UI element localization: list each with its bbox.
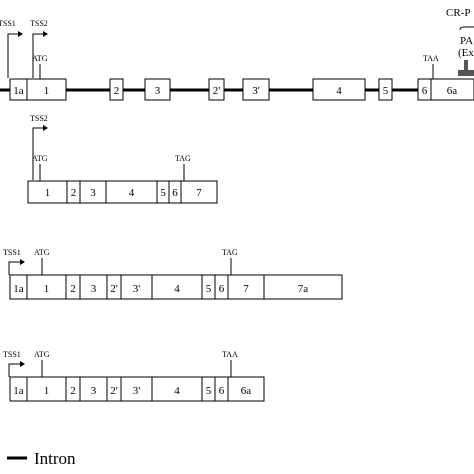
exon-label: 5 — [383, 85, 389, 97]
exon-label: 1 — [44, 85, 50, 97]
cr-label: CR-P — [446, 7, 470, 19]
exon-label: 2' — [110, 385, 118, 397]
legend-intron-label: Intron — [34, 449, 76, 468]
exon-label: 3' — [133, 283, 141, 295]
tss-arrow — [32, 127, 43, 180]
exon-label: 1a — [13, 283, 24, 295]
exon-label: 2 — [70, 385, 76, 397]
exon-label: 6 — [172, 187, 178, 199]
exon-label: 7 — [243, 283, 249, 295]
exon-label: 1 — [44, 385, 50, 397]
exon-3 — [79, 376, 108, 402]
exon-7a — [263, 274, 343, 300]
exon-label: 4 — [129, 187, 135, 199]
exon-1 — [26, 78, 67, 101]
exon-label: 2 — [71, 187, 77, 199]
exon-label: 3' — [252, 85, 260, 97]
exon-1 — [26, 274, 67, 300]
exon-label: 1 — [44, 283, 50, 295]
exon-3-prime — [120, 376, 153, 402]
exon-label: 3 — [90, 187, 96, 199]
tss2-arrow — [32, 33, 43, 78]
exon-2 — [109, 78, 124, 101]
tss-arrowhead — [43, 125, 48, 131]
exon-label: 3 — [155, 85, 161, 97]
exon-1 — [26, 376, 67, 402]
exon-label: 6a — [241, 385, 252, 397]
exon-label: 6 — [422, 85, 428, 97]
exon-label: 5 — [206, 283, 212, 295]
exon-3-prime — [120, 274, 153, 300]
tss2-arrowhead — [43, 31, 48, 37]
exon-label: 5 — [206, 385, 212, 397]
pa-label: PA — [460, 35, 473, 47]
exon-label: 4 — [174, 385, 180, 397]
tss1-label: TSS1 — [0, 19, 16, 28]
tss-label: TSS1 — [3, 350, 21, 359]
exon-label: 2' — [110, 283, 118, 295]
tss-label: TSS1 — [3, 248, 21, 257]
exon-label: 3' — [133, 385, 141, 397]
exon-6a — [430, 78, 474, 101]
tss-arrowhead — [20, 259, 25, 265]
legend: Intron — [7, 449, 76, 468]
exon-label: 1a — [13, 85, 24, 97]
exon-label: 2 — [70, 283, 76, 295]
tss-arrow — [8, 261, 20, 275]
exon-7 — [227, 274, 265, 300]
atg-label: ATG — [34, 350, 50, 359]
exon-4 — [312, 78, 366, 101]
exon-label: 2 — [114, 85, 120, 97]
exon-6a — [227, 376, 265, 402]
exon-4 — [151, 274, 203, 300]
exon-3-prime — [242, 78, 270, 101]
tss-arrowhead — [20, 361, 25, 367]
exon-label: 2' — [213, 85, 221, 97]
exon-label: 5 — [160, 187, 166, 199]
exon-label: 1a — [13, 385, 24, 397]
atg-label: ATG — [34, 248, 50, 257]
exon-2-prime — [208, 78, 225, 101]
tss2-label: TSS2 — [30, 19, 48, 28]
transcript-2: TSS1 ATG TAG 1a 1 2 3 2' 3' 4 5 6 7 7a — [3, 248, 343, 300]
exon-label: 7a — [298, 283, 309, 295]
exc-label: (Exc — [458, 47, 474, 59]
transcript-1: TSS2 ATG TAG 1 2 3 4 5 6 7 — [27, 114, 218, 204]
exon-label: 4 — [174, 283, 180, 295]
tss1-arrow — [7, 33, 18, 78]
exon-label: 6 — [219, 385, 225, 397]
tss1-arrowhead — [18, 31, 23, 37]
exon-label: 6a — [447, 85, 458, 97]
tss-arrow — [8, 363, 20, 377]
atg-label: ATG — [32, 54, 48, 63]
exon-label: 3 — [91, 283, 97, 295]
transcript-3: TSS1 ATG TAA 1a 1 2 3 2' 3' 4 5 6 6a — [3, 350, 265, 402]
tss-label: TSS2 — [30, 114, 48, 123]
cr-bracket — [459, 26, 474, 31]
taa-label: TAA — [423, 54, 439, 63]
pa-marker-base — [458, 70, 474, 76]
exon-label: 3 — [91, 385, 97, 397]
atg-label: ATG — [32, 154, 48, 163]
exon-label: 7 — [196, 187, 202, 199]
exon-label: 1 — [45, 187, 51, 199]
stop-label: TAG — [175, 154, 191, 163]
stop-label: TAG — [222, 248, 238, 257]
exon-5 — [378, 78, 393, 101]
exon-7 — [180, 180, 218, 204]
stop-label: TAA — [222, 350, 238, 359]
exon-3 — [144, 78, 171, 101]
exon-label: 4 — [336, 85, 342, 97]
genomic-structure: TSS1 TSS2 ATG TAA CR-P PA (Exc 1a 1 2 3 … — [0, 7, 474, 101]
exon-label: 6 — [219, 283, 225, 295]
